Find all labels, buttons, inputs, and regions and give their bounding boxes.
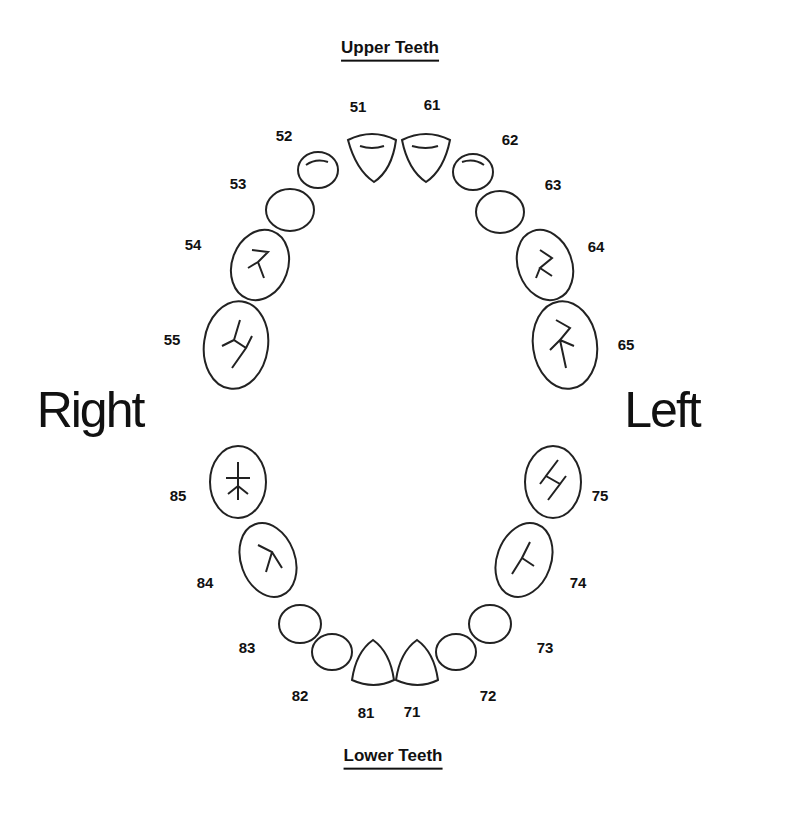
tooth-number: 72 [480,688,497,705]
tooth-number: 81 [358,705,375,722]
tooth [436,634,476,670]
side-label: Right [37,383,144,438]
tooth [221,222,298,309]
tooth [525,446,581,518]
tooth-number: 71 [404,704,421,721]
tooth-number: 85 [170,488,187,505]
tooth-number: 65 [618,337,635,354]
tooth-number: 83 [239,640,256,657]
tooth-number: 73 [537,640,554,657]
section-heading: Lower Teeth [344,747,443,770]
tooth [486,515,563,605]
fissure [512,542,534,574]
tooth [402,134,450,182]
tooth [453,154,493,190]
tooth [352,640,394,685]
incisal-mark [360,146,438,148]
fissure [540,460,566,500]
tooth-number: 82 [292,688,309,705]
tooth [266,189,314,231]
tooth-number: 84 [197,575,214,592]
tooth [298,152,338,188]
tooth-number: 62 [502,132,519,149]
fissure [550,320,574,368]
tooth-number: 54 [185,237,202,254]
fissure [248,250,268,278]
side-label: Left [624,383,699,438]
tooth [312,634,352,670]
tooth-number: 75 [592,488,609,505]
tooth [198,297,274,393]
tooth [348,134,396,182]
fissure [226,462,250,500]
incisal-mark [306,161,484,165]
tooth-number: 52 [276,128,293,145]
tooth [527,297,603,393]
tooth [210,446,266,518]
tooth [279,605,321,643]
fissure [222,320,252,368]
tooth-number: 63 [545,177,562,194]
tooth-number: 51 [350,99,367,116]
tooth-number: 61 [424,97,441,114]
fissure [258,545,282,572]
tooth-number: 55 [164,332,181,349]
tooth-number: 53 [230,176,247,193]
tooth-number: 74 [570,575,587,592]
tooth [476,191,524,233]
tooth [230,515,307,605]
tooth-number: 64 [588,239,605,256]
fissure [536,250,552,278]
section-heading: Upper Teeth [341,39,439,62]
tooth [507,222,582,308]
tooth [469,605,511,643]
tooth [396,640,438,685]
